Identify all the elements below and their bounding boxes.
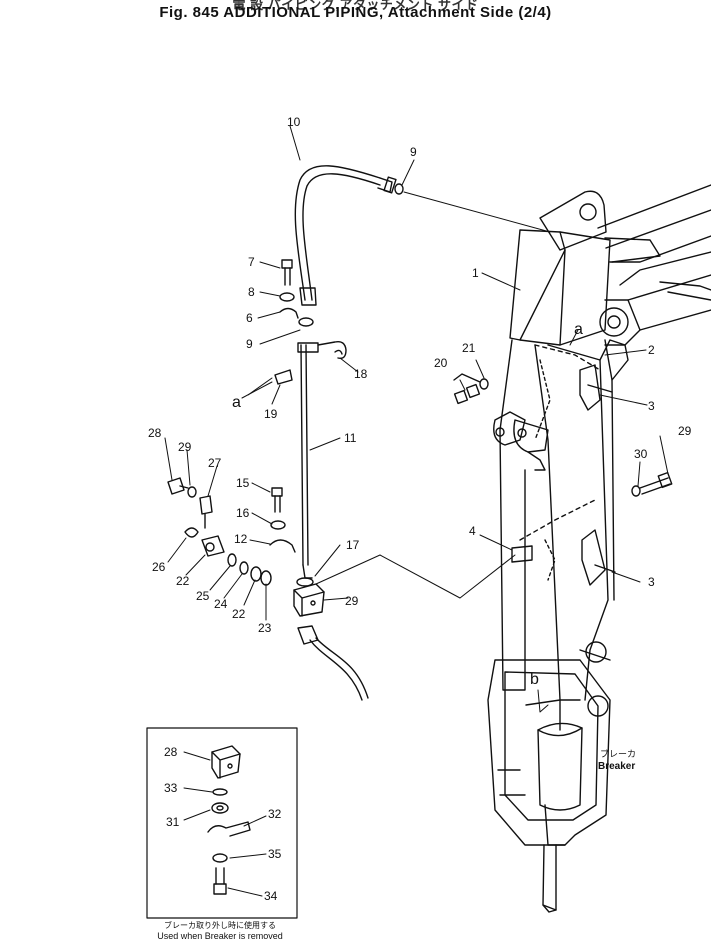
callout-30: 30 bbox=[634, 447, 648, 461]
callout-26: 28 bbox=[148, 426, 162, 440]
leader-lines bbox=[164, 125, 669, 621]
callout-1: 1 bbox=[472, 266, 479, 280]
callout-13: 16 bbox=[236, 506, 250, 520]
callout-11: 12 bbox=[234, 532, 248, 546]
view-letter-arrows bbox=[247, 377, 549, 713]
breaker-label-jp: ブレーカ bbox=[600, 748, 636, 759]
callout-22: 24 bbox=[214, 597, 228, 611]
callout-21: 23 bbox=[258, 621, 272, 635]
callout-16: 19 bbox=[264, 407, 278, 421]
view-letter-b: b bbox=[530, 671, 539, 688]
callout-17: 20 bbox=[434, 356, 448, 370]
callout-28: 29 bbox=[345, 594, 359, 608]
callout-20: 22 bbox=[232, 607, 246, 621]
callout-3-lower: 3 bbox=[648, 575, 655, 589]
callout-4: 4 bbox=[469, 524, 476, 538]
callout-9-mid: 9 bbox=[246, 337, 253, 351]
inset-note-en: Used when Breaker is removed bbox=[157, 931, 283, 941]
callout-14: 17 bbox=[346, 538, 360, 552]
callout-9-top: 9 bbox=[410, 145, 417, 159]
callout-27: 29 bbox=[178, 440, 192, 454]
callout-19: 22 bbox=[176, 574, 190, 588]
inset-callout-35: 35 bbox=[268, 847, 282, 861]
piping-assembly bbox=[167, 165, 673, 701]
callout-24: 26 bbox=[152, 560, 166, 574]
view-letter-a-left: a bbox=[232, 394, 241, 411]
callout-numbers: 10 9 1 2 3 3 4 7 8 6 9 18 19 11 20 21 15… bbox=[148, 115, 692, 772]
callout-2: 2 bbox=[648, 343, 655, 357]
callout-6: 6 bbox=[246, 311, 253, 325]
inset-callout-31: 31 bbox=[166, 815, 180, 829]
inset-callout-34: 34 bbox=[264, 889, 278, 903]
callout-18: 21 bbox=[462, 341, 476, 355]
callout-29: 29 bbox=[678, 424, 692, 438]
arm-assembly bbox=[487, 184, 711, 913]
inset-box bbox=[146, 727, 298, 919]
callout-5: 10 bbox=[287, 115, 301, 129]
callout-12: 15 bbox=[236, 476, 250, 490]
callout-3-upper: 3 bbox=[648, 399, 655, 413]
inset-callout-33: 33 bbox=[164, 781, 178, 795]
breaker-label-en: Breaker bbox=[598, 761, 635, 772]
callout-8: 8 bbox=[248, 285, 255, 299]
callout-23: 25 bbox=[196, 589, 210, 603]
inset-callout-28: 28 bbox=[164, 745, 178, 759]
inset-callouts: 28 33 31 32 35 34 bbox=[164, 745, 282, 903]
title-jp-cut: 電 設 パイピング,アタッチメント サイド bbox=[232, 0, 479, 12]
figure-title: Fig. 845 ADDITIONAL PIPING, Attachment S… bbox=[159, 4, 552, 21]
inset-callout-32: 32 bbox=[268, 807, 282, 821]
callout-15: 18 bbox=[354, 367, 368, 381]
callout-25: 27 bbox=[208, 456, 222, 470]
view-letter-a-right: a bbox=[574, 321, 583, 338]
inset-note-jp: ブレーカ取り外し時に使用する bbox=[164, 921, 276, 930]
callout-7: 7 bbox=[248, 255, 255, 269]
callout-10: 11 bbox=[344, 431, 357, 445]
